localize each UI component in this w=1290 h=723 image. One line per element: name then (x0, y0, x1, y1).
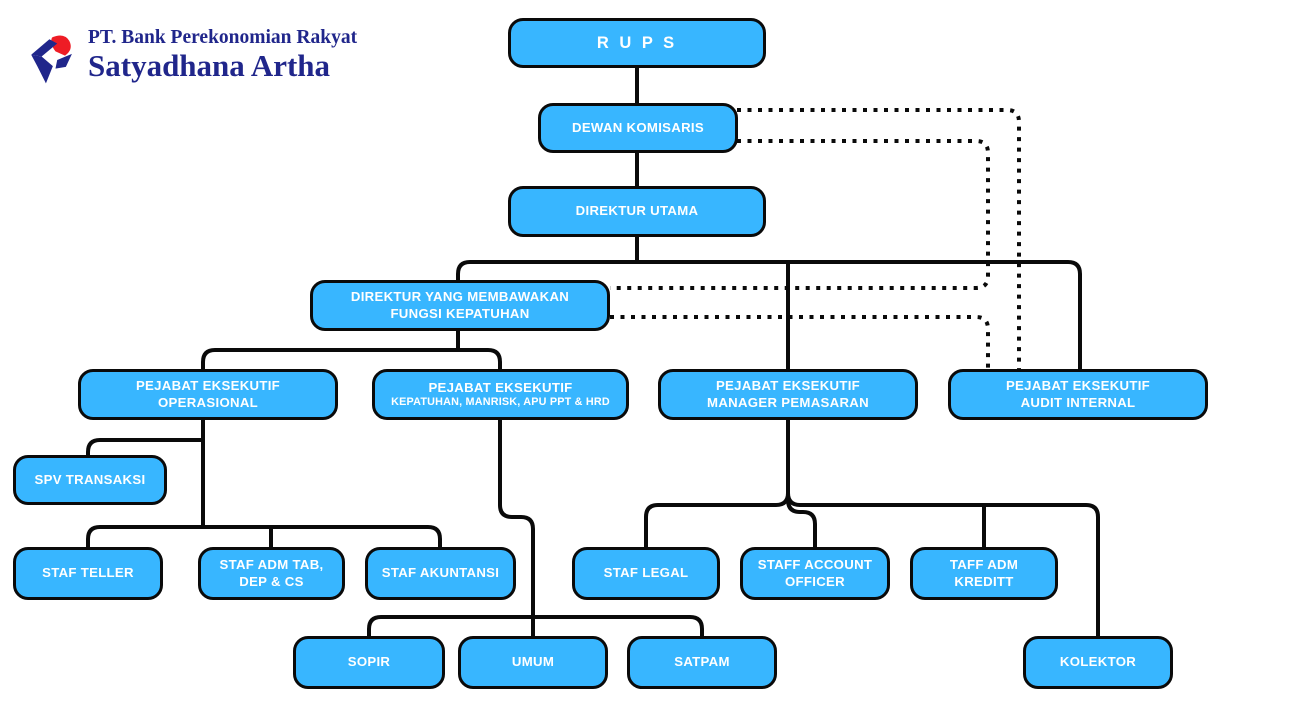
org-node-direktur-utama-label: DIREKTUR UTAMA (575, 203, 699, 219)
org-node-direktur-kepatuhan-line2: FUNGSI KEPATUHAN (390, 305, 530, 321)
logo-mark-icon (31, 35, 72, 84)
org-node-staf-akuntansi-label: STAF AKUNTANSI (381, 565, 500, 581)
org-node-pe-audit-line1: PEJABAT EKSEKUTIF (1005, 378, 1151, 394)
org-node-direktur-kepatuhan-line1: DIREKTUR YANG MEMBAWAKAN (350, 289, 570, 305)
org-node-rups: R U P S (508, 18, 766, 68)
org-node-spv-transaksi-label: SPV TRANSAKSI (34, 471, 146, 487)
org-node-staf-adm-line2: DEP & CS (239, 573, 304, 589)
org-node-pe-kepatuhan: PEJABAT EKSEKUTIF KEPATUHAN, MANRISK, AP… (372, 369, 629, 420)
company-name-line1: PT. Bank Perekonomian Rakyat (88, 27, 358, 48)
org-node-pe-pemasaran-line2: MANAGER PEMASARAN (707, 394, 869, 410)
connector-jog-account-officer (786, 493, 817, 547)
org-node-pe-pemasaran-line1: PEJABAT EKSEKUTIF (715, 378, 861, 394)
org-node-pe-audit-line2: AUDIT INTERNAL (1020, 394, 1136, 410)
org-node-taff-adm-kreditt-line1: TAFF ADM (949, 557, 1019, 573)
org-node-staff-account-officer: STAFF ACCOUNT OFFICER (740, 547, 890, 600)
org-node-umum: UMUM (458, 636, 608, 689)
org-node-kolektor-label: KOLEKTOR (1059, 654, 1137, 670)
org-node-pe-audit: PEJABAT EKSEKUTIF AUDIT INTERNAL (948, 369, 1208, 420)
connector-branch-spv (86, 438, 203, 455)
org-node-spv-transaksi: SPV TRANSAKSI (13, 455, 167, 505)
org-node-pe-operasional: PEJABAT EKSEKUTIF OPERASIONAL (78, 369, 338, 420)
org-node-umum-label: UMUM (511, 654, 555, 670)
connector-pe-kepatuhan-down (498, 420, 535, 617)
org-node-staf-adm: STAF ADM TAB, DEP & CS (198, 547, 345, 600)
org-node-dewan-komisaris-label: DEWAN KOMISARIS (572, 119, 704, 135)
connector-top-rail (456, 260, 1082, 369)
org-node-direktur-utama: DIREKTUR UTAMA (508, 186, 766, 237)
org-node-taff-adm-kreditt-line2: KREDITT (954, 573, 1014, 589)
company-name: PT. Bank Perekonomian Rakyat Satyadhana … (88, 28, 357, 81)
org-node-staf-legal-label: STAF LEGAL (603, 565, 689, 581)
org-node-staf-akuntansi: STAF AKUNTANSI (365, 547, 516, 600)
org-node-staf-legal: STAF LEGAL (572, 547, 720, 600)
org-node-dewan-komisaris: DEWAN KOMISARIS (538, 103, 738, 153)
org-node-direktur-kepatuhan: DIREKTUR YANG MEMBAWAKAN FUNGSI KEPATUHA… (310, 280, 610, 331)
connector-dotted-dewan-audit (737, 108, 1021, 369)
org-node-staf-teller-label: STAF TELLER (42, 565, 134, 581)
org-node-pe-operasional-line1: PEJABAT EKSEKUTIF (135, 378, 281, 394)
org-node-satpam: SATPAM (627, 636, 777, 689)
company-name-line2: Satyadhana Artha (88, 47, 331, 83)
connector-kepatuhan-rail (201, 348, 502, 369)
connector-dotted-dewan-direktur-kepatuhan (610, 139, 990, 290)
org-node-pe-kepatuhan-line2: KEPATUHAN, MANRISK, APU PPT & HRD (391, 395, 610, 408)
org-node-staf-adm-line1: STAF ADM TAB, (219, 557, 324, 573)
connector-arm-staf-legal (644, 492, 790, 547)
org-node-satpam-label: SATPAM (674, 654, 730, 670)
org-node-pe-kepatuhan-line1: PEJABAT EKSEKUTIF (428, 379, 573, 395)
org-node-sopir-label: SOPIR (347, 654, 391, 670)
org-node-pe-pemasaran: PEJABAT EKSEKUTIF MANAGER PEMASARAN (658, 369, 918, 420)
org-node-rups-label: R U P S (596, 33, 678, 52)
org-node-kolektor: KOLEKTOR (1023, 636, 1173, 689)
org-node-staff-account-officer-line1: STAFF ACCOUNT (757, 557, 873, 573)
connector-bottom-rail (367, 615, 704, 636)
connector-dotted-kepatuhan-audit (610, 315, 990, 369)
org-node-taff-adm-kreditt: TAFF ADM KREDITT (910, 547, 1058, 600)
org-node-staff-account-officer-line2: OFFICER (785, 573, 845, 589)
connector-staff-left-rail (86, 525, 442, 547)
company-logo: PT. Bank Perekonomian Rakyat Satyadhana … (26, 28, 357, 89)
org-node-staf-teller: STAF TELLER (13, 547, 163, 600)
org-node-sopir: SOPIR (293, 636, 445, 689)
org-node-pe-operasional-line2: OPERASIONAL (157, 394, 259, 410)
